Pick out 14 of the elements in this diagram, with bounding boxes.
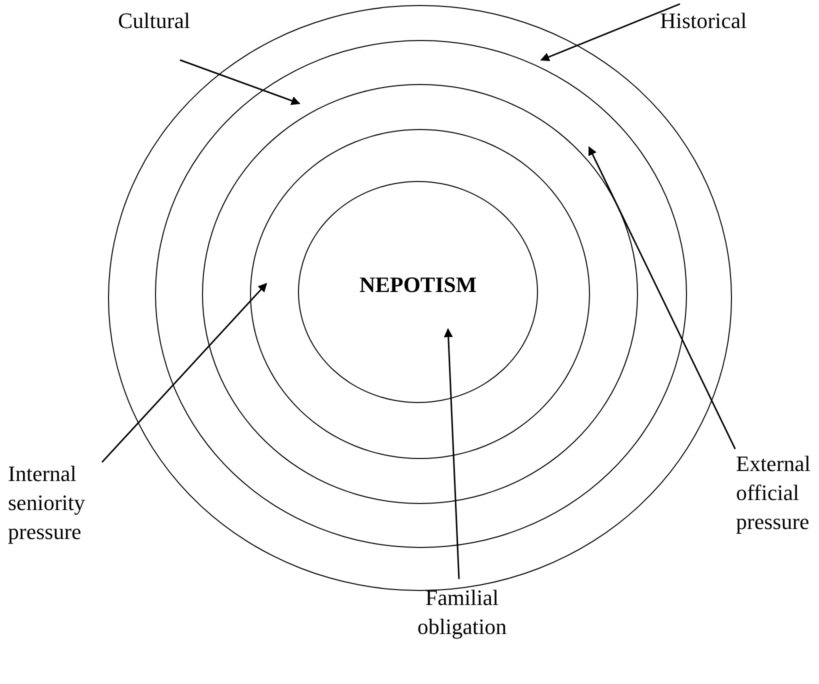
arrow	[588, 146, 736, 450]
center-ellipse	[298, 181, 538, 403]
ring-label: Cultural	[118, 7, 192, 35]
arrow	[180, 59, 300, 105]
ring-ellipse	[250, 128, 590, 458]
ring-label: Historical	[660, 7, 748, 35]
ring-label: External official pressure	[736, 450, 812, 536]
ring-ellipse	[202, 84, 638, 504]
center-label: NEPOTISM	[359, 270, 477, 298]
arrow	[101, 282, 268, 463]
ring-label: Familial obligation	[416, 584, 508, 641]
ring-label: Internal seniority pressure	[8, 460, 86, 546]
arrow	[540, 3, 680, 62]
ring-ellipse	[154, 40, 686, 548]
